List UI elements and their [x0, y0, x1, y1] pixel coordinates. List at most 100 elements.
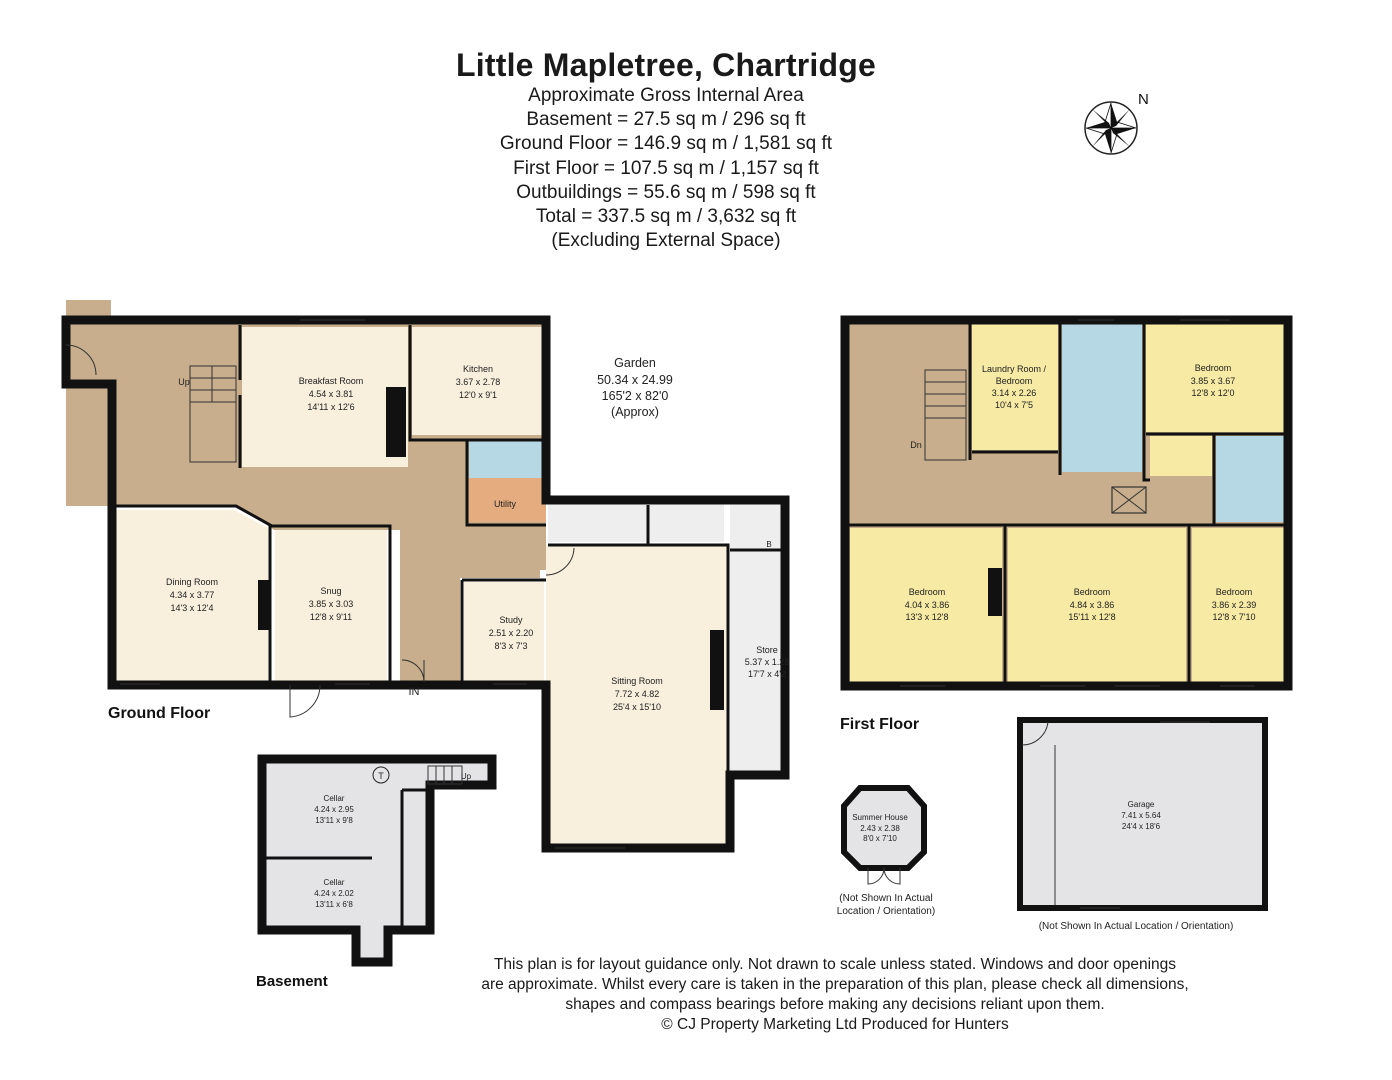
- summer-house-metric: 2.43 x 2.38: [860, 824, 900, 833]
- basement-stairs-up-label: Up: [461, 772, 472, 781]
- dining-room-area: [112, 510, 268, 685]
- laundry-bedroom-area: [972, 322, 1058, 450]
- bedroom-se-label: Bedroom: [1216, 587, 1253, 597]
- garden-approx-note: (Approx): [611, 405, 659, 419]
- ensuite-area: [1216, 436, 1286, 522]
- area-exclusion-note: (Excluding External Space): [551, 230, 781, 252]
- breakfast-room-imperial: 14'11 x 12'6: [307, 402, 354, 412]
- bedroom-sw-imperial: 13'3 x 12'8: [906, 612, 949, 622]
- summer-house-imperial: 8'0 x 7'10: [863, 834, 897, 843]
- bedroom-sw-metric: 4.04 x 3.86: [905, 600, 950, 610]
- bedroom-ne-label: Bedroom: [1195, 363, 1232, 373]
- disclaimer-line-2: are approximate. Whilst every care is ta…: [481, 976, 1189, 993]
- snug-area: [275, 530, 387, 685]
- study-metric: 2.51 x 2.20: [489, 628, 534, 638]
- cellar-1-metric: 4.24 x 2.95: [314, 805, 354, 814]
- boiler-label: B: [766, 540, 771, 549]
- bedroom-ne-area: [1146, 322, 1286, 432]
- bedroom-se-metric: 3.86 x 2.39: [1212, 600, 1257, 610]
- store-metric: 5.37 x 1.28: [745, 657, 790, 667]
- utility-label: Utility: [494, 499, 516, 509]
- store-area: [730, 500, 785, 772]
- bedroom-ne-imperial: 12'8 x 12'0: [1192, 388, 1235, 398]
- basement-label: Basement: [256, 973, 328, 990]
- kitchen-area: [412, 327, 546, 435]
- snug-imperial: 12'8 x 9'11: [310, 612, 352, 622]
- area-first-floor: First Floor = 107.5 sq m / 1,157 sq ft: [513, 157, 819, 179]
- bathroom-area: [1062, 322, 1142, 472]
- store-imperial: 17'7 x 4'2: [748, 669, 786, 679]
- garage-imperial: 24'4 x 18'6: [1122, 822, 1161, 831]
- garden-metric: 50.34 x 24.99: [597, 373, 673, 387]
- bedroom-s-area: [1008, 528, 1186, 684]
- cellar-1-label: Cellar: [324, 794, 345, 803]
- garage-label: Garage: [1128, 800, 1155, 809]
- bedroom-se-area: [1192, 528, 1284, 684]
- sitting-room-metric: 7.72 x 4.82: [615, 689, 660, 699]
- dining-room-imperial: 14'3 x 12'4: [171, 603, 214, 613]
- snug-metric: 3.85 x 3.03: [309, 599, 354, 609]
- disclaimer: This plan is for layout guidance only. N…: [430, 955, 1240, 1035]
- summer-house-label: Summer House: [852, 813, 908, 822]
- snug-label: Snug: [320, 586, 341, 596]
- dining-room-metric: 4.34 x 3.77: [170, 590, 215, 600]
- summer-house-note-line-1: (Not Shown In Actual: [839, 893, 932, 904]
- summer-house-plan: [841, 785, 927, 885]
- compass-icon: [1084, 101, 1138, 155]
- dining-room-label: Dining Room: [166, 577, 218, 587]
- garden-label: Garden: [614, 356, 656, 370]
- basement-plan: [257, 754, 497, 967]
- garden-imperial: 165'2 x 82'0: [602, 389, 669, 403]
- garage-plan: [1017, 717, 1268, 911]
- study-imperial: 8'3 x 7'3: [495, 641, 528, 651]
- cellar-2-metric: 4.24 x 2.02: [314, 889, 354, 898]
- ground-floor-plan: [61, 300, 790, 853]
- area-outbuildings: Outbuildings = 55.6 sq m / 598 sq ft: [516, 181, 816, 203]
- laundry-metric: 3.14 x 2.26: [992, 388, 1037, 398]
- first-floor-plan: [840, 315, 1293, 691]
- ground-floor-label: Ground Floor: [108, 705, 210, 722]
- bedroom-s-metric: 4.84 x 3.86: [1070, 600, 1115, 610]
- laundry-label-2: Bedroom: [996, 376, 1033, 386]
- area-ground-floor: Ground Floor = 146.9 sq m / 1,581 sq ft: [499, 133, 833, 155]
- area-basement: Basement = 27.5 sq m / 296 sq ft: [526, 109, 806, 131]
- sitting-room-label: Sitting Room: [611, 676, 663, 686]
- ground-stairs-up-label: Up: [178, 377, 190, 387]
- disclaimer-line-1: This plan is for layout guidance only. N…: [493, 956, 1177, 973]
- kitchen-imperial: 12'0 x 9'1: [459, 390, 497, 400]
- utility-area: [469, 478, 546, 522]
- first-floor-label: First Floor: [840, 716, 919, 733]
- compass-north-label: N: [1138, 91, 1149, 108]
- laundry-label: Laundry Room /: [982, 364, 1047, 374]
- laundry-imperial: 10'4 x 7'5: [995, 400, 1033, 410]
- study-area: [464, 582, 544, 685]
- ground-wc-area: [469, 440, 546, 478]
- bedroom-s-imperial: 15'11 x 12'8: [1068, 612, 1115, 622]
- breakfast-room-label: Breakfast Room: [299, 376, 364, 386]
- bedroom-se-imperial: 12'8 x 7'10: [1213, 612, 1256, 622]
- study-label: Study: [499, 615, 523, 625]
- bedroom-ne-metric: 3.85 x 3.67: [1191, 376, 1236, 386]
- summer-house-note-line-2: Location / Orientation): [837, 906, 935, 917]
- bedroom-sw-area: [850, 528, 1002, 684]
- garage-metric: 7.41 x 5.64: [1121, 811, 1161, 820]
- sitting-room-area: [546, 545, 728, 847]
- bedroom-sw-label: Bedroom: [909, 587, 946, 597]
- breakfast-room-metric: 4.54 x 3.81: [309, 389, 354, 399]
- kitchen-metric: 3.67 x 2.78: [456, 377, 501, 387]
- plan-header: Little Mapletree, Chartridge Approximate…: [366, 46, 966, 253]
- cellar-2-label: Cellar: [324, 878, 345, 887]
- area-subtitle: Approximate Gross Internal Area: [528, 85, 804, 106]
- bedroom-s-label: Bedroom: [1074, 587, 1111, 597]
- breakfast-room-area: [242, 327, 408, 467]
- property-title: Little Mapletree, Chartridge: [456, 47, 876, 83]
- first-stairs-down-label: Dn: [910, 440, 922, 450]
- kitchen-label: Kitchen: [463, 364, 493, 374]
- area-total: Total = 337.5 sq m / 3,632 sq ft: [535, 206, 797, 228]
- cellar-1-imperial: 13'11 x 9'8: [315, 816, 353, 825]
- disclaimer-line-3: shapes and compass bearings before makin…: [565, 996, 1105, 1013]
- sitting-room-imperial: 25'4 x 15'10: [613, 702, 661, 712]
- tank-label: T: [378, 771, 384, 781]
- copyright-line: © CJ Property Marketing Ltd Produced for…: [661, 1016, 1009, 1033]
